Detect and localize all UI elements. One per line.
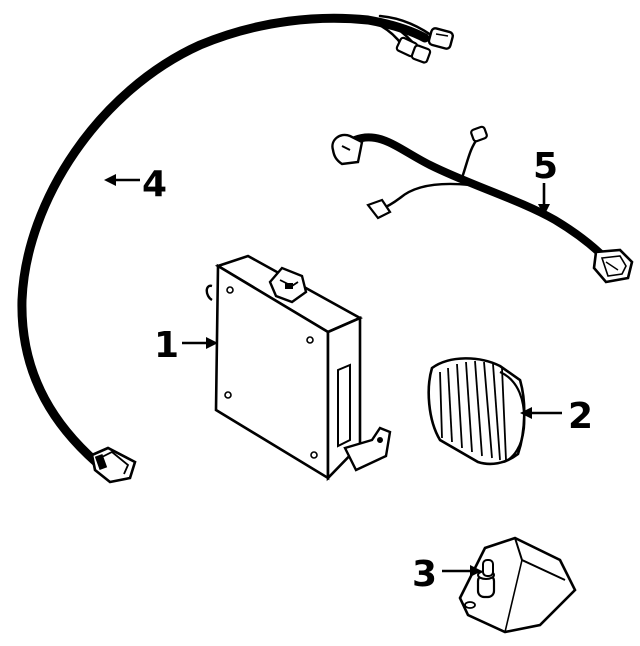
callout-2: 2 [568,396,593,437]
callout-3: 3 [412,554,437,595]
arrow-3-head [470,565,482,577]
arrow-1-head [206,337,218,349]
leader-arrows [104,174,562,577]
part-1-control-module [205,254,392,482]
callout-4: 4 [142,164,167,205]
callout-1: 1 [154,325,179,366]
part-3-sensor [458,536,577,634]
part-4-wire-harness [17,13,454,484]
connector-small-up [470,125,488,143]
part-2-relay-cover [427,357,526,466]
connector-small-left [366,198,392,220]
arrow-2-head [520,407,532,419]
connector-left [331,133,364,166]
connector-top-c [427,27,454,50]
arrow-5-head [538,204,550,216]
part-5-sub-harness [331,125,634,284]
arrow-4-head [104,174,116,186]
connector-top-b [410,44,432,64]
connector-right [592,248,634,284]
connector-bottom [90,446,137,484]
callout-5: 5 [533,146,558,187]
